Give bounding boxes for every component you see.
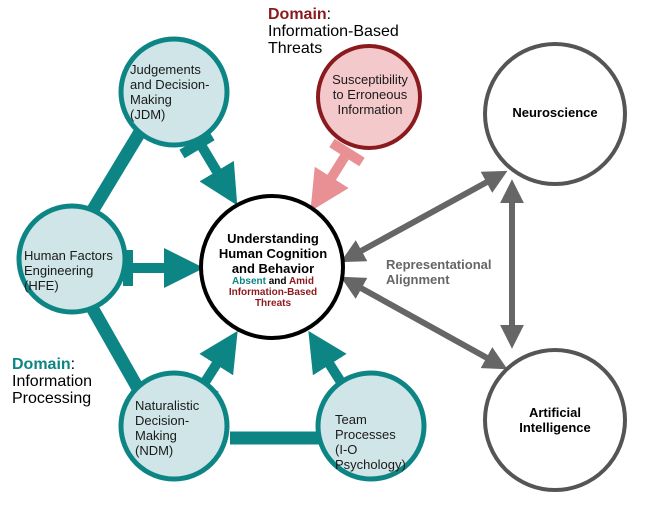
node-susceptibility-line3: Information <box>337 102 403 117</box>
node-susceptibility-line1: Susceptibility <box>332 72 408 87</box>
domain-threats-line1: Information-Based <box>268 23 399 40</box>
arrow-jdm-to-center <box>179 131 238 206</box>
node-team-line3: (I-O <box>335 442 358 457</box>
node-jdm-line3: Making <box>130 92 172 107</box>
node-jdm-line2: and Decision- <box>130 77 210 92</box>
node-neuroscience-label: Neuroscience <box>512 105 598 120</box>
representational-alignment-label: Representational Alignment <box>386 257 491 287</box>
node-team-line1: Team <box>335 412 367 427</box>
domain-processing-key: Domain <box>12 356 71 373</box>
node-ndm-line3: Making <box>135 428 177 443</box>
domain-processing-line2: Processing <box>12 390 92 407</box>
node-jdm-label: Judgements and Decision- Making (JDM) <box>130 62 210 122</box>
center-and: and <box>268 276 287 287</box>
node-neuroscience <box>483 42 627 186</box>
center-amid: Amid <box>288 276 314 287</box>
node-jdm-line1: Judgements <box>130 62 201 77</box>
node-ai <box>483 348 627 492</box>
node-center <box>199 194 345 340</box>
node-team-line4: Psychology) <box>335 457 406 472</box>
node-center-label: Understanding Human Cognition and Behavi… <box>200 231 346 309</box>
node-team-label: Team Processes (I-O Psychology) <box>335 412 406 472</box>
domain-processing-label: Domain: Information Processing <box>12 356 92 407</box>
node-ndm-line2: Decision- <box>135 413 190 428</box>
node-hfe-line1: Human Factors <box>24 248 113 263</box>
center-line5: Information-Based <box>228 287 318 298</box>
node-hfe-label: Human Factors Engineering (HFE) <box>24 248 113 293</box>
arrow-hfe-to-center <box>123 248 204 288</box>
node-hfe <box>16 203 128 315</box>
domain-threats-label: Domain: Information-Based Threats <box>268 6 399 57</box>
node-ndm-line4: (NDM) <box>135 443 174 458</box>
node-ai-label: Artificial Intelligence <box>490 405 620 435</box>
node-ndm-label: Naturalistic Decision- Making (NDM) <box>135 398 199 458</box>
center-line3: and Behavior <box>231 261 315 276</box>
domain-threats-line2: Threats <box>268 40 323 57</box>
node-susceptibility-line2: to Erroneous <box>332 87 408 102</box>
arrow-susceptibility-to-center <box>310 138 365 212</box>
domain-processing-colon: : <box>70 356 76 373</box>
node-hfe-line2: Engineering <box>24 263 94 278</box>
representational-alignment-line1: Representational <box>386 257 492 272</box>
center-line2: Human Cognition <box>218 246 328 261</box>
domain-threats-colon: : <box>326 6 332 23</box>
node-susceptibility-label: Susceptibility to Erroneous Information <box>328 72 412 117</box>
center-absent: Absent <box>232 276 266 287</box>
domain-threats-key: Domain <box>268 6 327 23</box>
node-hfe-line3: (HFE) <box>24 278 59 293</box>
center-line1: Understanding <box>227 231 319 246</box>
node-team <box>315 370 427 482</box>
arrow-center-neuroscience <box>340 170 508 263</box>
node-team-line2: Processes <box>335 427 396 442</box>
node-ndm-line1: Naturalistic <box>135 398 200 413</box>
representational-alignment-line2: Alignment <box>386 272 450 287</box>
node-ndm <box>118 370 230 482</box>
arrow-center-ai <box>340 276 508 370</box>
node-ai-line1: Artificial <box>528 405 581 420</box>
node-susceptibility <box>316 44 422 150</box>
node-ai-line2: Intelligence <box>519 420 591 435</box>
node-jdm-line4: (JDM) <box>130 107 166 122</box>
domain-processing-line1: Information <box>12 373 93 390</box>
node-jdm <box>118 36 230 148</box>
center-line6: Threats <box>254 298 292 309</box>
